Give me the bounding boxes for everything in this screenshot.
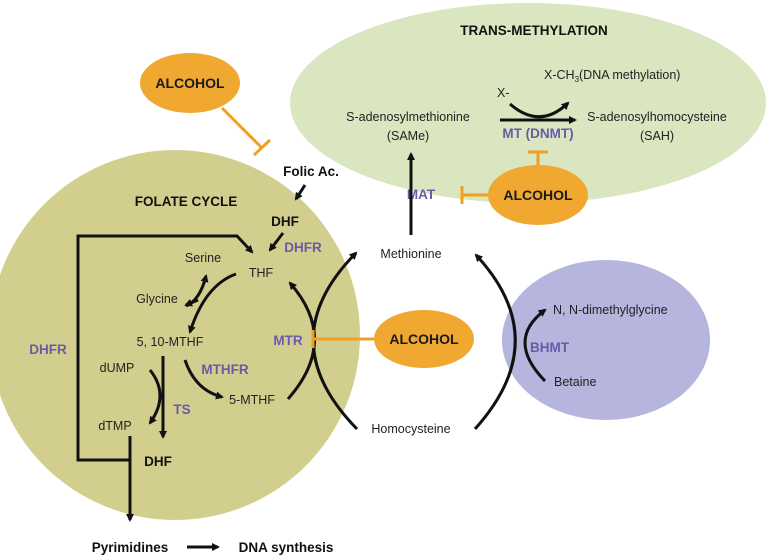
methionine-label: Methionine bbox=[380, 247, 441, 261]
folic-acid-label: Folic Ac. bbox=[283, 164, 339, 179]
x-methylation-arrow bbox=[509, 101, 570, 119]
dump-to-dtmp-arrow bbox=[148, 369, 162, 425]
thf-label: THF bbox=[249, 266, 274, 280]
dhf-bottom-label: DHF bbox=[144, 454, 172, 469]
glycine-label: Glycine bbox=[136, 292, 178, 306]
mthf-5-label: 5-MTHF bbox=[229, 393, 275, 407]
dump-label: dUMP bbox=[100, 361, 135, 375]
mthfr-arrow bbox=[183, 359, 224, 400]
alcohol-label-folic: ALCOHOL bbox=[155, 75, 225, 91]
folic-to-dhf-arrow bbox=[294, 184, 307, 201]
alcohol-folic-inhibition-line bbox=[220, 106, 264, 150]
alcohol-node-mt bbox=[488, 165, 588, 225]
enzyme-mt-dnmt: MT (DNMT) bbox=[502, 126, 573, 141]
alcohol-node-folic bbox=[140, 53, 240, 113]
betaine-to-dmg-arrow bbox=[523, 308, 547, 383]
enzyme-mat: MAT bbox=[407, 187, 436, 202]
bhmt-homocysteine-methionine-arc bbox=[473, 253, 517, 431]
enzyme-ts: TS bbox=[173, 402, 190, 417]
homocysteine-label: Homocysteine bbox=[371, 422, 450, 436]
dhf-to-thf-arrow bbox=[268, 232, 285, 252]
dhfr-loop-arrow bbox=[76, 234, 254, 462]
enzyme-mtr: MTR bbox=[273, 333, 302, 348]
thf-to-mthf-arrow bbox=[188, 272, 237, 334]
enzyme-mthfr: MTHFR bbox=[201, 362, 248, 377]
inhibition-bar bbox=[252, 138, 272, 157]
glycine-branch-arrow bbox=[184, 298, 199, 307]
mthf-5-10-label: 5, 10-MTHF bbox=[137, 335, 204, 349]
serine-label: Serine bbox=[185, 251, 221, 265]
dimethylglycine-label: N, N-dimethylglycine bbox=[553, 303, 668, 317]
x-ch3-label: X-CH3(DNA methylation) bbox=[544, 68, 680, 84]
pyrimidines-label: Pyrimidines bbox=[92, 540, 169, 555]
bhmt-region bbox=[502, 260, 710, 420]
enzyme-dhfr-top: DHFR bbox=[284, 240, 322, 255]
alcohol-label-mt: ALCOHOL bbox=[503, 187, 573, 203]
dna-synthesis-label: DNA synthesis bbox=[239, 540, 334, 555]
trans-methylation-title: TRANS-METHYLATION bbox=[460, 23, 608, 38]
alcohol-label-mtr: ALCOHOL bbox=[389, 331, 459, 347]
x-minus-label: X- bbox=[497, 86, 510, 100]
dtmp-label: dTMP bbox=[98, 419, 131, 433]
enzyme-bhmt: BHMT bbox=[530, 340, 570, 355]
alcohol-node-mtr bbox=[374, 310, 474, 368]
sah-abbrev: (SAH) bbox=[640, 129, 674, 143]
same-abbrev: (SAMe) bbox=[387, 129, 429, 143]
betaine-label: Betaine bbox=[554, 375, 596, 389]
folate-cycle-title: FOLATE CYCLE bbox=[135, 194, 238, 209]
sah-label: S-adenosylhomocysteine bbox=[587, 110, 727, 124]
folate-cycle-region bbox=[0, 150, 360, 520]
same-label: S-adenosylmethionine bbox=[346, 110, 470, 124]
dhf-top-label: DHF bbox=[271, 214, 299, 229]
enzyme-dhfr-left: DHFR bbox=[29, 342, 67, 357]
